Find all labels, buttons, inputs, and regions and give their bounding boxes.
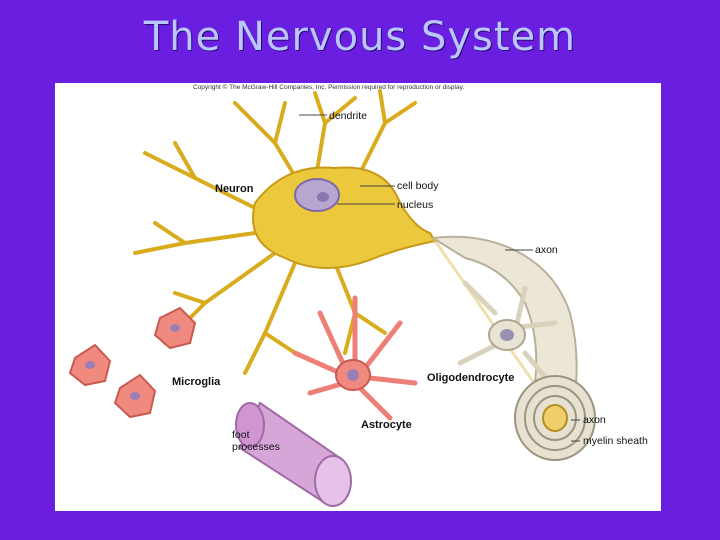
label-neuron: Neuron — [215, 183, 254, 195]
nervous-system-figure: Copyright © The McGraw-Hill Companies, I… — [55, 83, 661, 511]
copyright-notice: Copyright © The McGraw-Hill Companies, I… — [193, 84, 464, 91]
label-axon-bottom: axon — [583, 414, 606, 426]
label-oligodendrocyte: Oligodendrocyte — [427, 372, 514, 384]
label-microglia: Microglia — [172, 376, 220, 388]
label-myelin-sheath: myelin sheath — [583, 435, 648, 447]
label-dendrite: dendrite — [329, 110, 367, 122]
label-cell-body: cell body — [397, 180, 438, 192]
slide-title: The Nervous System — [0, 14, 720, 60]
label-nucleus: nucleus — [397, 199, 433, 211]
label-astrocyte: Astrocyte — [361, 419, 412, 431]
label-foot-processes: foot processes — [232, 429, 280, 453]
astrocyte — [295, 298, 415, 418]
blood-vessel — [236, 403, 351, 506]
cell-diagram — [55, 83, 661, 511]
neuron-nucleus — [295, 179, 339, 211]
label-axon-top: axon — [535, 244, 558, 256]
